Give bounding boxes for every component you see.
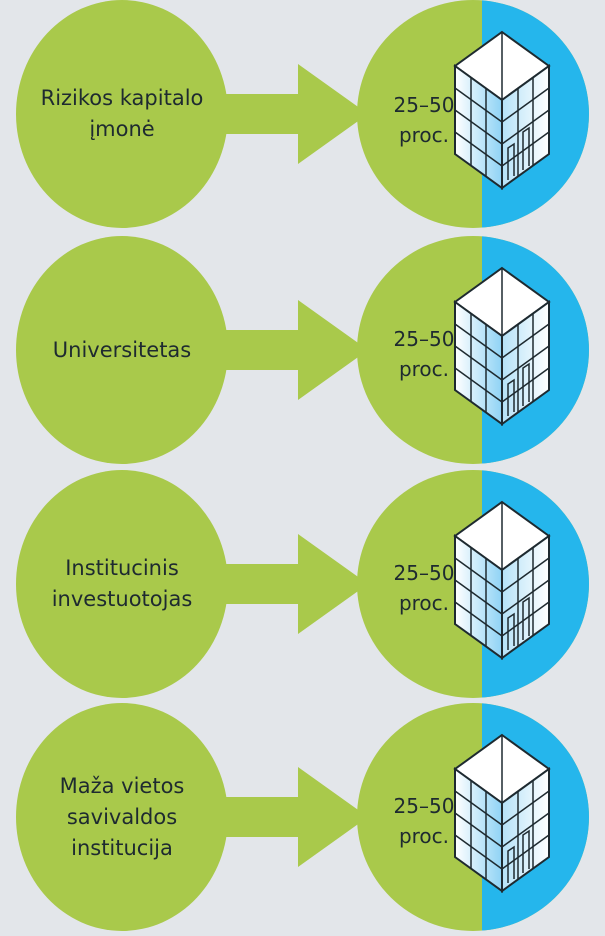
institutional-investor-circle: Institucinis investuotojas <box>16 470 228 698</box>
university-circle: Universitetas <box>16 236 228 464</box>
share-range: 25–50 <box>393 327 455 351</box>
share-circle: 25–50 proc. <box>357 236 589 464</box>
share-value: 25–50 proc. <box>379 791 469 851</box>
local-authority-circle: Maža vietos savivaldos institucija <box>16 703 228 931</box>
share-unit: proc. <box>398 357 450 381</box>
right-arrow-icon <box>222 767 368 867</box>
building-icon <box>453 500 551 660</box>
right-arrow-icon <box>222 534 368 634</box>
right-arrow-icon <box>222 300 368 400</box>
investor-row: Rizikos kapitalo įmonė <box>0 0 605 232</box>
building-icon <box>453 30 551 190</box>
institutional-investor-label: Institucinis investuotojas <box>51 556 193 611</box>
local-authority-row: Maža vietos savivaldos institucija <box>0 703 605 935</box>
share-circle: 25–50 proc. <box>357 703 589 931</box>
share-circle: 25–50 proc. <box>357 0 589 228</box>
local-authority-label: Maža vietos savivaldos institucija <box>59 773 185 860</box>
share-unit: proc. <box>398 123 450 147</box>
building-icon <box>453 266 551 426</box>
share-circle: 25–50 proc. <box>357 470 589 698</box>
share-range: 25–50 <box>393 93 455 117</box>
investor-label: Rizikos kapitalo įmonė <box>40 86 204 141</box>
share-value: 25–50 proc. <box>379 90 469 150</box>
share-unit: proc. <box>398 824 450 848</box>
share-range: 25–50 <box>393 794 455 818</box>
share-value: 25–50 proc. <box>379 558 469 618</box>
investor-circle: Rizikos kapitalo įmonė <box>16 0 228 228</box>
building-icon <box>453 733 551 893</box>
university-label: Universitetas <box>52 337 192 362</box>
university-row: Universitetas <box>0 236 605 468</box>
right-arrow-icon <box>222 64 368 164</box>
share-value: 25–50 proc. <box>379 324 469 384</box>
institutional-investor-row: Institucinis investuotojas <box>0 470 605 702</box>
share-unit: proc. <box>398 591 450 615</box>
share-range: 25–50 <box>393 561 455 585</box>
